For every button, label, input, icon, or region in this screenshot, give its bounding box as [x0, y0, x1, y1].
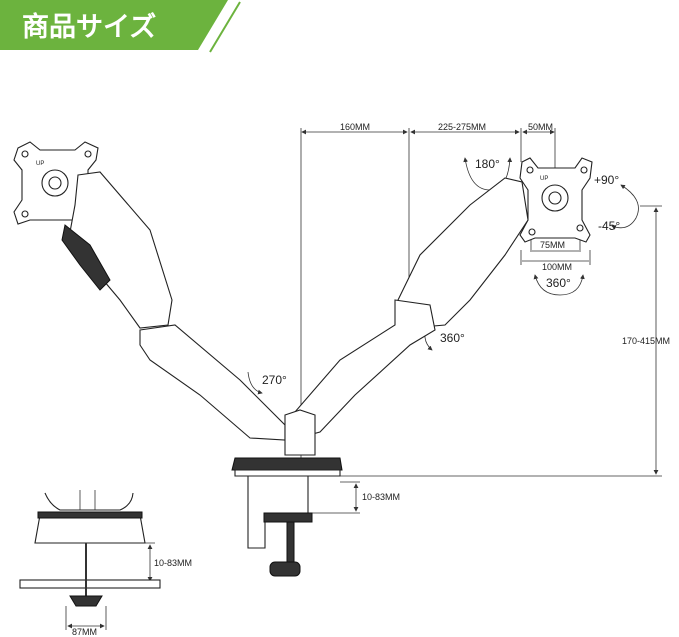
angle-arm-rotation: 360°: [440, 331, 465, 345]
dimension-clamp-range: 10-83MM: [362, 492, 400, 502]
dimension-height-range: 170-415MM: [622, 336, 670, 346]
left-plate-up-label: UP: [36, 161, 44, 167]
header-slash: [209, 1, 241, 53]
grommet-view: [19, 490, 161, 607]
dimension-vesa-75: 75MM: [540, 240, 565, 250]
header-background: [0, 0, 228, 50]
angle-plate-rotation: 360°: [546, 276, 571, 290]
page-title: 商品サイズ: [22, 11, 156, 43]
dimension-grommet-width: 87MM: [72, 627, 97, 637]
dimension-plate-offset: 50MM: [528, 122, 553, 132]
left-arm: [61, 171, 286, 441]
angle-tilt-up: +90°: [594, 173, 619, 187]
dimension-arm-reach: 225-275MM: [438, 122, 486, 132]
angle-base-rotation: 270°: [262, 373, 287, 387]
dimension-grommet-range: 10-83MM: [154, 558, 192, 568]
angle-tilt: 180°: [475, 157, 500, 171]
dimension-vesa-100: 100MM: [542, 262, 572, 272]
dimension-arm-center: 160MM: [340, 122, 370, 132]
right-plate-up-label: UP: [540, 176, 548, 182]
right-arm: [287, 177, 529, 441]
right-vesa-plate: UP: [519, 157, 593, 243]
base-clamp: [231, 409, 343, 577]
header-banner: 商品サイズ: [0, 0, 241, 53]
angle-tilt-down: -45°: [598, 219, 620, 233]
